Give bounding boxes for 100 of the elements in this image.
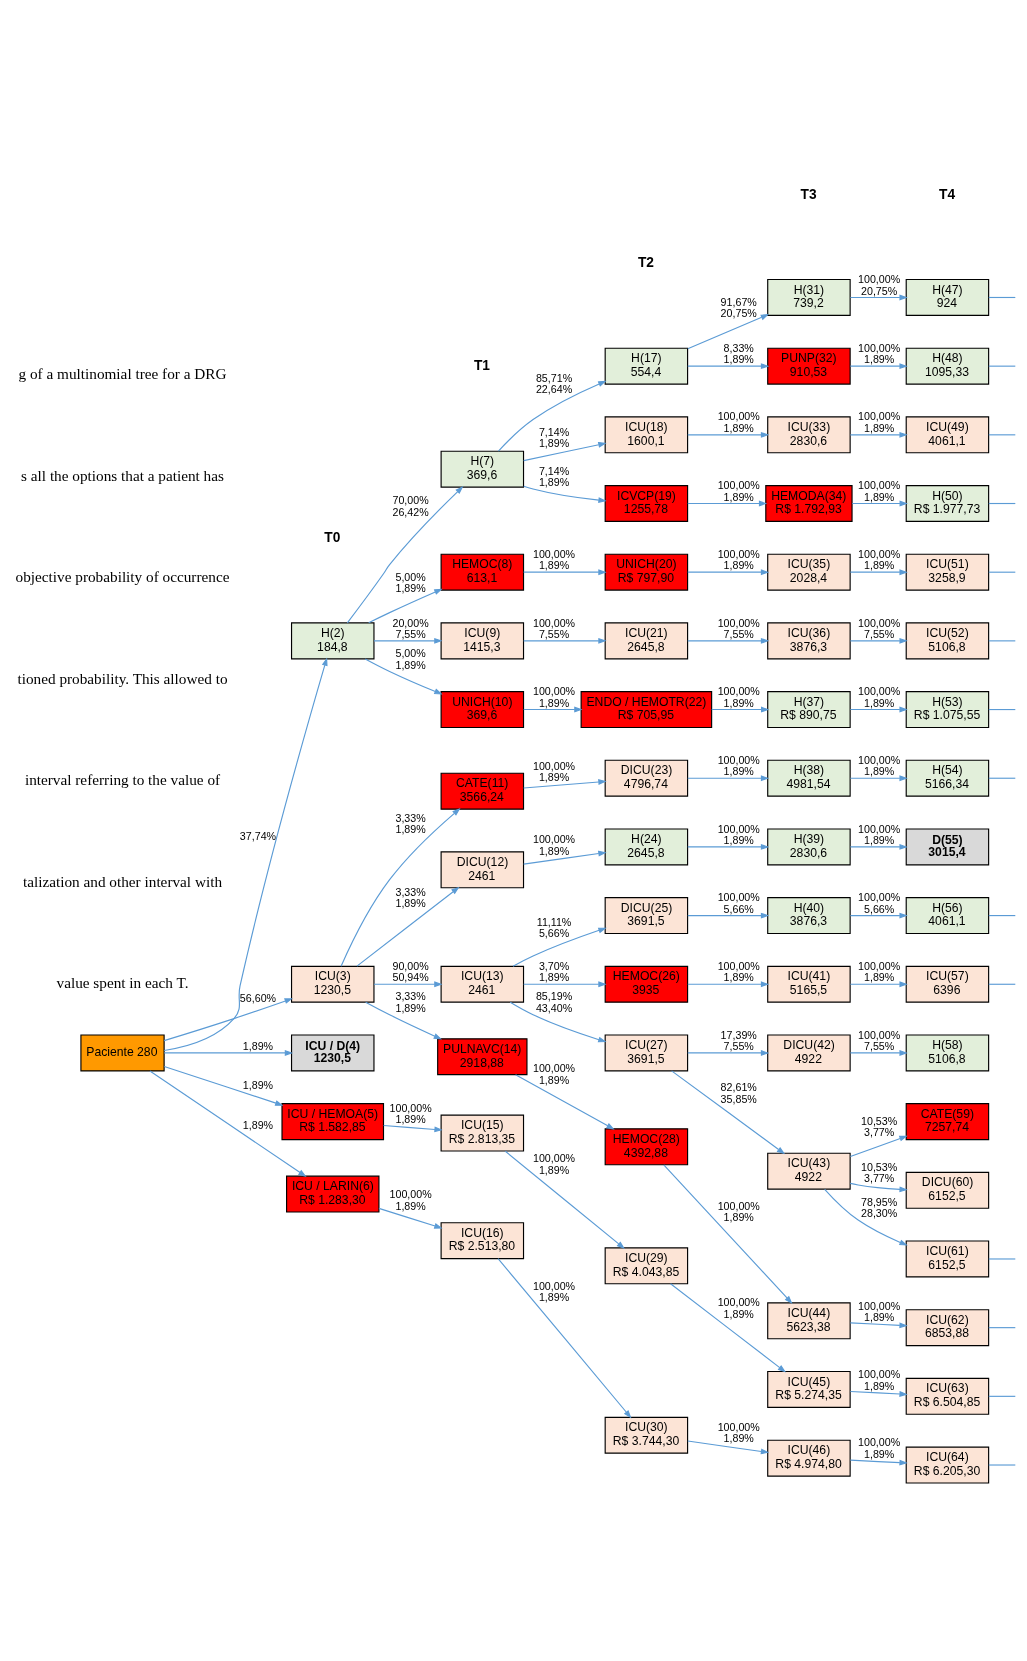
connector	[988, 915, 1016, 917]
arrow	[356, 886, 460, 967]
arrow	[849, 1050, 908, 1056]
edge-label: 82,61% 35,85%	[720, 1081, 757, 1105]
node-box: ICU / D(4) 1230,5	[291, 1034, 375, 1072]
arrow	[504, 1150, 625, 1249]
node-box: H(24) 2645,8	[604, 828, 689, 866]
node-box: CATE(11) 3566,24	[440, 772, 525, 810]
arrow	[849, 843, 908, 850]
node-box: ICU(30) R$ 3.744,30	[604, 1416, 689, 1454]
arrow	[515, 1074, 615, 1130]
connector	[988, 1258, 1016, 1260]
node-box: ICU(61) 6152,5	[905, 1240, 990, 1278]
label: s all the options that a patient has	[21, 466, 224, 484]
node-box: PUNP(32) 910,53	[767, 347, 851, 385]
node-box: ICU(52) 5106,8	[905, 622, 990, 660]
connector	[988, 296, 1016, 299]
edge-label: 3,33% 1,89%	[395, 990, 426, 1014]
arrow	[687, 1440, 770, 1455]
node-box: H(31) 739,2	[767, 278, 851, 316]
edge-label: 1,89%	[242, 1040, 274, 1053]
arrow	[523, 569, 607, 576]
arrow	[849, 637, 908, 644]
node-box: HEMOC(8) 613,1	[440, 553, 525, 591]
edge-label: 100,00% 1,89%	[858, 547, 901, 572]
edge-label: 100,00% 7,55%	[532, 616, 576, 640]
arrow	[849, 775, 908, 782]
arrow	[687, 314, 770, 350]
arrow	[163, 657, 328, 1052]
label: T2	[637, 255, 655, 271]
arrow	[523, 779, 607, 789]
node-box: DICU(42) 4922	[767, 1034, 851, 1072]
label: T3	[800, 186, 817, 202]
arrow	[378, 1207, 443, 1229]
edge-label: 100,00% 1,89%	[717, 479, 760, 503]
edge-label: 11,11% 5,66%	[536, 915, 572, 940]
arrow	[849, 1459, 908, 1466]
edge-label: 100,00% 1,89%	[717, 959, 760, 984]
arrow	[368, 588, 443, 624]
edge-label: 100,00% 1,89%	[717, 547, 760, 572]
node-box: H(50) R$ 1.977,73	[905, 485, 990, 523]
edge-label: 100,00% 1,89%	[717, 753, 760, 778]
edge-label: 100,00% 7,55%	[717, 616, 760, 640]
arrow	[824, 1188, 908, 1246]
node-box: H(2) 184,8	[291, 622, 375, 660]
node-box: ICU(63) R$ 6.504,85	[905, 1377, 990, 1415]
arrow	[497, 1258, 632, 1419]
edge-label: 1,89%	[242, 1078, 274, 1091]
connector	[988, 1464, 1016, 1466]
node-box: DICU(12) 2461	[440, 851, 525, 889]
arrow	[670, 1283, 787, 1373]
edge-label: 100,00% 1,89%	[858, 479, 901, 503]
node-box: ENDO / HEMOTR(22) R$ 705,95	[580, 691, 713, 729]
edge-label: 100,00% 1,89%	[532, 1062, 576, 1086]
arrow	[849, 431, 908, 438]
node-box: H(53) R$ 1.075,55	[905, 691, 990, 729]
edge-label: 100,00% 1,89%	[858, 1368, 901, 1392]
node-box: ICU(18) 1600,1	[604, 416, 689, 454]
arrow	[523, 981, 607, 988]
arrow	[849, 1182, 908, 1193]
node-box: H(37) R$ 890,75	[767, 691, 851, 729]
node-box: ICU(36) 3876,3	[767, 622, 851, 660]
edge-label: 100,00% 1,89%	[717, 1199, 760, 1223]
node-box: ICU(21) 2645,8	[604, 622, 689, 660]
edge-label: 100,00% 1,89%	[389, 1188, 432, 1212]
node-box: Paciente 280	[80, 1034, 165, 1072]
label: T1	[473, 358, 490, 374]
edge-label: 90,00% 50,94%	[392, 959, 429, 984]
arrow	[523, 706, 583, 713]
arrow	[849, 1135, 908, 1158]
edge-label: 85,71% 22,64%	[535, 371, 573, 396]
arrow	[687, 981, 770, 988]
edge-label: 7,14% 1,89%	[538, 425, 570, 450]
edge-label: 3,33% 1,89%	[395, 885, 426, 910]
edge-label: 3,33% 1,89%	[395, 811, 426, 836]
connector	[988, 640, 1016, 642]
arrow	[849, 1322, 908, 1329]
connector	[988, 1327, 1016, 1329]
label: objective probability of occurrence	[15, 568, 230, 586]
arrow	[711, 706, 770, 713]
arrow	[340, 808, 461, 967]
edge-label: 100,00% 1,89%	[532, 759, 576, 784]
node-box: ICU(64) R$ 6.205,30	[905, 1446, 990, 1484]
arrow	[687, 912, 770, 919]
edge-label: 70,00% 26,42%	[392, 494, 429, 518]
label: g of a multinomial tree for a DRG	[18, 365, 227, 383]
edge-label: 100,00% 1,89%	[532, 1279, 576, 1304]
arrow	[512, 927, 607, 967]
arrow	[849, 294, 908, 301]
node-box: H(54) 5166,34	[905, 759, 990, 797]
arrow	[687, 637, 770, 644]
node-box: PULNAVC(14) 2918,88	[437, 1038, 528, 1076]
node-box: ICU(9) 1415,3	[440, 622, 525, 660]
arrow	[373, 637, 443, 644]
node-box: HEMODA(34) R$ 1.792,93	[765, 485, 853, 523]
edge-label: 85,19% 43,40%	[535, 990, 573, 1014]
edge-label: 37,74%	[239, 830, 277, 843]
edge-label: 20,00% 7,55%	[392, 616, 429, 640]
arrow	[346, 486, 464, 624]
node-box: H(48) 1095,33	[905, 347, 990, 385]
